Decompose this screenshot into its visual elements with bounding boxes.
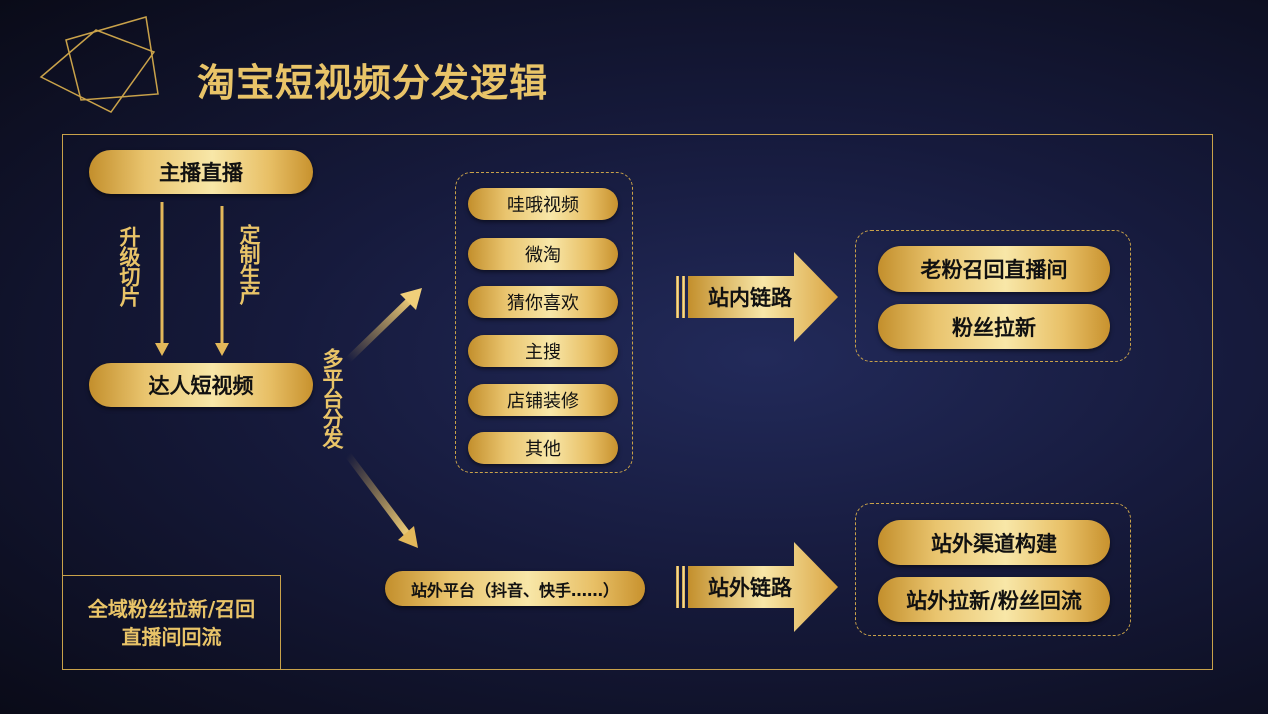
down-arrows-icon (155, 202, 229, 356)
offsite-link-label: 站外链路 (708, 576, 792, 600)
onsite-channels-box (455, 172, 633, 473)
diagonal-arrows-icon (345, 288, 422, 548)
channel-pill: 微淘 (468, 238, 618, 270)
result-pill: 老粉召回直播间 (878, 246, 1110, 292)
custom-production-label: 定制生产 (237, 224, 261, 304)
channel-pill: 猜你喜欢 (468, 286, 618, 318)
offsite-results-box (855, 503, 1131, 636)
anchor-live-pill: 主播直播 (89, 150, 313, 194)
summary-line2: 直播间回流 (121, 624, 222, 649)
channel-pill: 哇哦视频 (468, 188, 618, 220)
offsite-link-arrow: 站外链路 (676, 542, 840, 632)
channel-pill: 其他 (468, 432, 618, 464)
channel-pill: 店铺装修 (468, 384, 618, 416)
summary-box: 全域粉丝拉新/召回 直播间回流 (62, 575, 281, 670)
result-pill: 站外渠道构建 (878, 520, 1110, 565)
upgrade-clip-label: 升级切片 (117, 226, 141, 306)
page-title: 淘宝短视频分发逻辑 (197, 61, 549, 105)
multi-platform-label: 多平台分发 (320, 348, 344, 448)
result-pill: 站外拉新/粉丝回流 (878, 577, 1110, 622)
logo-squares-icon (39, 16, 159, 113)
onsite-link-arrow: 站内链路 (676, 252, 840, 342)
result-pill: 粉丝拉新 (878, 304, 1110, 349)
influencer-video-pill: 达人短视频 (89, 363, 313, 407)
diagram-frame (62, 134, 1213, 670)
onsite-results-box (855, 230, 1131, 362)
channel-pill: 主搜 (468, 335, 618, 367)
offsite-platform-pill: 站外平台（抖音、快手……） (385, 571, 645, 606)
summary-line1: 全域粉丝拉新/召回 (87, 596, 256, 621)
onsite-link-label: 站内链路 (708, 286, 792, 310)
